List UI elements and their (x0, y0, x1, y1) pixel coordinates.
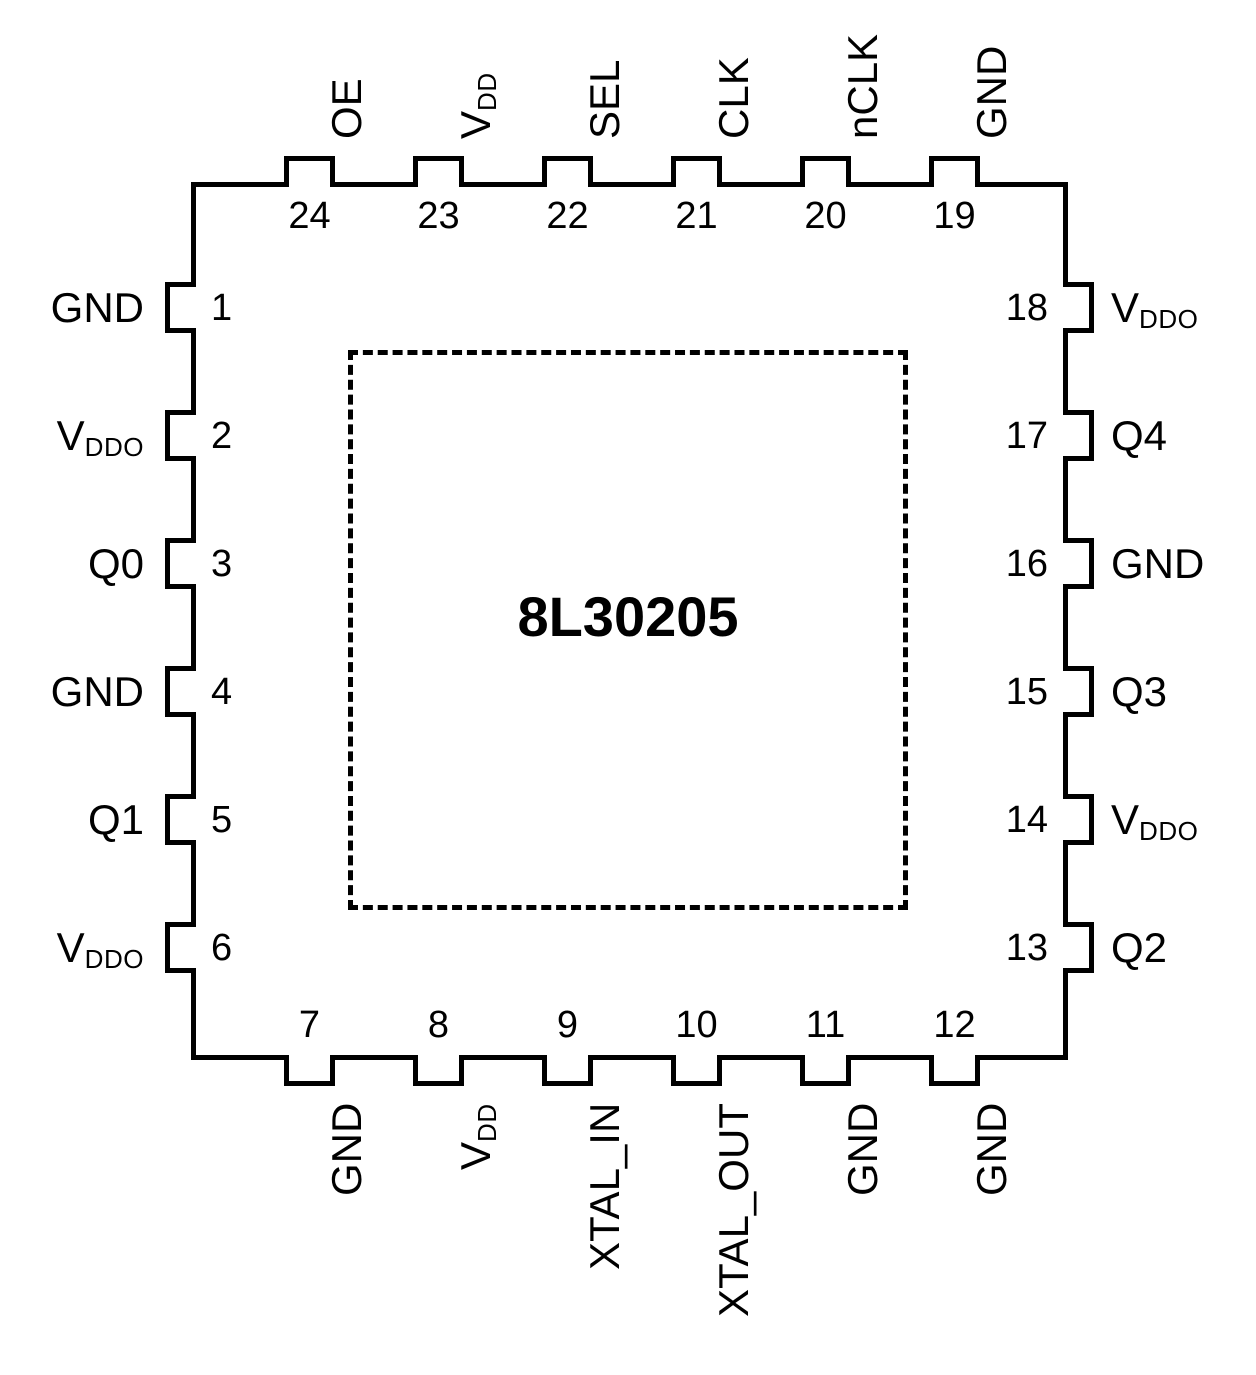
pin-pad-19[interactable] (929, 156, 980, 187)
pin-number-6: 6 (211, 927, 233, 969)
die-attach-dashed-outline (348, 350, 908, 910)
pin-pad-7[interactable] (284, 1055, 335, 1086)
pin-name-23: VDD (451, 72, 502, 139)
pin-number-18: 18 (1005, 287, 1048, 329)
pin-name-20: nCLK (838, 33, 886, 139)
pin-pad-18[interactable] (1063, 282, 1094, 333)
pin-number-10: 10 (675, 1004, 718, 1046)
pin-pad-6[interactable] (165, 922, 196, 973)
pin-number-7: 7 (298, 1004, 321, 1046)
pin-name-5: Q1 (87, 796, 144, 843)
pin-number-15: 15 (1005, 671, 1048, 713)
pin-pad-2[interactable] (165, 410, 196, 461)
pin-name-12: GND (967, 1102, 1015, 1196)
pin-name-24: OE (322, 78, 370, 139)
pin-name-3: Q0 (87, 540, 144, 587)
pin-number-2: 2 (211, 415, 233, 457)
package-body-outline (191, 182, 1068, 1060)
pin-pad-23[interactable] (413, 156, 464, 187)
pin-name-8: VDD (451, 1103, 502, 1170)
pin-pad-22[interactable] (542, 156, 593, 187)
pin-number-20: 20 (804, 195, 847, 237)
pin-name-2: VDDO (56, 412, 144, 462)
pin-name-17: Q4 (1111, 412, 1168, 459)
pin-number-23: 23 (417, 195, 460, 237)
pin-pad-20[interactable] (800, 156, 851, 187)
pin-number-3: 3 (211, 543, 233, 585)
pin-number-17: 17 (1005, 415, 1048, 457)
pin-pad-12[interactable] (929, 1055, 980, 1086)
pin-number-8: 8 (427, 1004, 450, 1046)
pin-pad-8[interactable] (413, 1055, 464, 1086)
pin-pad-17[interactable] (1063, 410, 1094, 461)
pin-name-13: Q2 (1111, 924, 1168, 971)
pin-pad-15[interactable] (1063, 666, 1094, 717)
pin-pad-24[interactable] (284, 156, 335, 187)
pin-name-4: GND (50, 668, 144, 715)
pin-pad-11[interactable] (800, 1055, 851, 1086)
pin-number-11: 11 (805, 1004, 846, 1046)
pin-pad-21[interactable] (671, 156, 722, 187)
pin-number-21: 21 (675, 195, 718, 237)
pin-name-21: CLK (709, 57, 757, 139)
pin-pad-9[interactable] (542, 1055, 593, 1086)
pin-name-11: GND (838, 1102, 886, 1196)
pin-number-1: 1 (211, 287, 233, 329)
pin-name-9: XTAL_IN (580, 1102, 628, 1270)
pin-name-1: GND (50, 284, 144, 331)
pin-number-12: 12 (933, 1004, 976, 1046)
pin-number-19: 19 (933, 195, 976, 237)
pin-pad-5[interactable] (165, 794, 196, 845)
pin-number-22: 22 (546, 195, 589, 237)
pin-number-4: 4 (211, 671, 233, 713)
pin-name-18: VDDO (1111, 284, 1199, 334)
pin-pad-4[interactable] (165, 666, 196, 717)
pin-number-5: 5 (211, 799, 233, 841)
pin-name-14: VDDO (1111, 796, 1199, 846)
pin-number-13: 13 (1005, 927, 1048, 969)
pin-name-19: GND (967, 45, 1015, 139)
pin-number-24: 24 (288, 195, 331, 237)
pin-pad-14[interactable] (1063, 794, 1094, 845)
pin-number-16: 16 (1005, 543, 1048, 585)
pin-name-22: SEL (580, 59, 628, 139)
pin-number-9: 9 (556, 1004, 579, 1046)
part-number-label: 8L30205 (517, 585, 739, 648)
pin-name-7: GND (322, 1102, 370, 1196)
pin-pad-16[interactable] (1063, 538, 1094, 589)
pin-name-15: Q3 (1111, 668, 1168, 715)
pin-name-6: VDDO (56, 924, 144, 974)
pin-number-14: 14 (1005, 799, 1048, 841)
pin-pad-13[interactable] (1063, 922, 1094, 973)
pin-name-16: GND (1111, 540, 1205, 587)
pin-pad-1[interactable] (165, 282, 196, 333)
pin-pad-3[interactable] (165, 538, 196, 589)
pin-pad-10[interactable] (671, 1055, 722, 1086)
pin-name-10: XTAL_OUT (709, 1103, 757, 1317)
